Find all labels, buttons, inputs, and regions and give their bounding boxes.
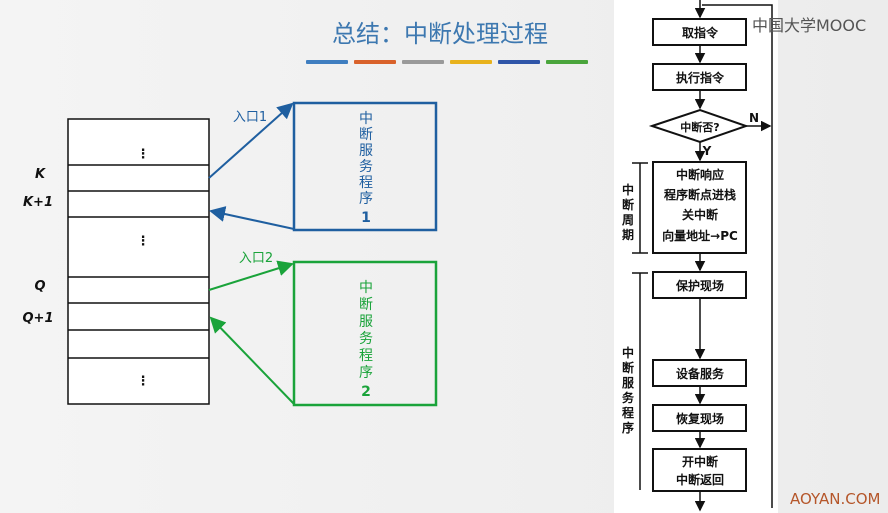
ellipsis: ⋮ xyxy=(137,147,150,162)
arrow xyxy=(208,102,294,179)
color-bar xyxy=(546,60,588,64)
flow-response-line: 程序断点进栈 xyxy=(664,187,736,202)
flow-box-save xyxy=(652,271,747,299)
arrow xyxy=(209,316,295,405)
title-color-bars xyxy=(306,60,588,64)
isr1-box xyxy=(292,101,438,232)
flow-box-restore xyxy=(652,404,747,432)
ellipsis: ⋮ xyxy=(137,374,150,389)
char: 程 xyxy=(359,348,373,364)
isr-label: 服 xyxy=(622,375,635,390)
flow-decision xyxy=(648,108,750,144)
cycle-label: 期 xyxy=(622,227,634,242)
flow-yes: Y xyxy=(702,144,712,158)
char: 序 xyxy=(359,191,373,207)
char: 2 xyxy=(361,384,371,400)
address-label-q1: Q+1 xyxy=(23,311,54,326)
entry1-label: 入口1 xyxy=(233,110,267,125)
site-watermark: AOYAN.COM xyxy=(790,490,881,508)
cycle-label: 周 xyxy=(622,213,634,227)
isr-label: 中 xyxy=(622,345,634,360)
char: 断 xyxy=(359,297,373,313)
char: 中 xyxy=(359,111,373,127)
arrow xyxy=(209,206,295,230)
char: 服 xyxy=(359,314,373,330)
cycle-label: 断 xyxy=(622,197,634,212)
flow-response-line: 向量地址→PC xyxy=(662,228,738,243)
color-bar xyxy=(402,60,444,64)
char: 务 xyxy=(359,331,373,347)
char: 服 xyxy=(359,143,373,159)
char: 中 xyxy=(359,280,373,296)
isr2-box xyxy=(292,260,438,407)
flow-decision-text: 中断否? xyxy=(680,120,719,134)
isr-label: 程 xyxy=(622,405,634,420)
char: 序 xyxy=(359,365,373,381)
flow-box-execute xyxy=(652,63,747,91)
flow-no: N xyxy=(749,111,759,125)
address-label-k: K xyxy=(35,167,46,182)
isr-label: 序 xyxy=(622,420,634,435)
flow-box-fetch xyxy=(652,18,747,46)
arrow xyxy=(208,260,294,291)
slide-title: 总结：中断处理过程 xyxy=(332,20,548,48)
color-bar xyxy=(498,60,540,64)
ellipsis: ⋮ xyxy=(137,234,150,249)
color-bar xyxy=(354,60,396,64)
isr-label: 断 xyxy=(622,360,634,375)
flow-execute: 执行指令 xyxy=(676,70,725,85)
flow-box-response xyxy=(652,161,747,254)
memory-table xyxy=(67,118,210,405)
char: 程 xyxy=(359,175,373,191)
entry2-label: 入口2 xyxy=(239,251,273,266)
color-bar xyxy=(450,60,492,64)
flow-restore: 恢复现场 xyxy=(676,411,724,426)
isr-label: 务 xyxy=(622,390,635,405)
flow-box-end xyxy=(652,448,747,492)
flow-service: 设备服务 xyxy=(676,366,725,381)
flow-response-line: 中断响应 xyxy=(676,167,724,182)
char: 务 xyxy=(359,159,373,175)
flow-save: 保护现场 xyxy=(675,278,724,293)
isr2-text: 中 断 服 务 程 序 2 xyxy=(359,280,373,400)
flow-end-line: 中断返回 xyxy=(676,472,724,487)
flow-response-line: 关中断 xyxy=(682,207,718,222)
address-label-k1: K+1 xyxy=(23,195,53,210)
char: 1 xyxy=(361,210,371,226)
cycle-label: 中 xyxy=(622,182,634,197)
flowchart-lines xyxy=(632,0,773,512)
flow-end-line: 开中断 xyxy=(682,454,718,469)
mooc-watermark: 中国大学MOOC xyxy=(752,16,867,35)
flow-box-service xyxy=(652,359,747,387)
flow-fetch: 取指令 xyxy=(682,25,719,40)
color-bar xyxy=(306,60,348,64)
char: 断 xyxy=(359,127,373,143)
address-label-q: Q xyxy=(34,279,45,294)
isr1-text: 中 断 服 务 程 序 1 xyxy=(359,111,373,226)
